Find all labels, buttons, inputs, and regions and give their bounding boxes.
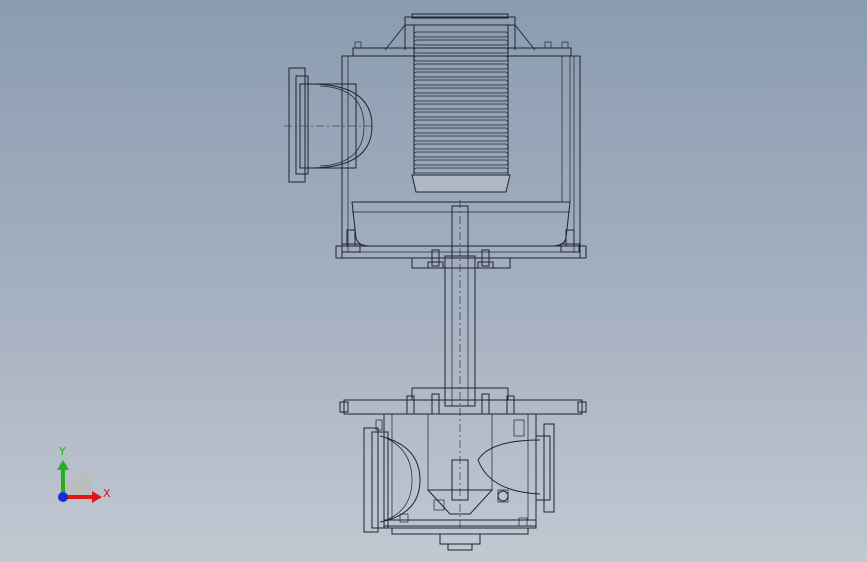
coordinate-triad: Y X	[57, 445, 111, 503]
bellows-convolution	[413, 111, 509, 118]
fittings	[399, 489, 528, 527]
bellows-convolution	[413, 71, 509, 78]
y-axis-arrowhead	[57, 460, 69, 470]
x-axis-label: X	[103, 487, 111, 500]
triad-plane	[63, 471, 91, 497]
bellows-convolution	[413, 87, 509, 94]
bellows-convolution	[413, 95, 509, 102]
bellows-convolution	[413, 135, 509, 142]
bellows	[411, 24, 511, 193]
bellows-convolution	[413, 103, 509, 110]
valve-body	[339, 387, 587, 551]
bellows-convolution	[413, 55, 509, 62]
upper-side-port	[284, 67, 373, 183]
bellows-convolution	[413, 143, 509, 150]
bellows-convolution	[413, 167, 509, 174]
bellows-convolution	[413, 127, 509, 134]
bellows-convolution	[413, 39, 509, 46]
valve-stem	[444, 200, 476, 530]
bellows-convolution	[413, 63, 509, 70]
y-axis-label: Y	[58, 445, 66, 458]
bellows-convolution	[413, 151, 509, 158]
lower-right-port	[477, 419, 555, 513]
bellows-convolution	[413, 79, 509, 86]
bellows-convolution	[413, 47, 509, 54]
bellows-convolution	[413, 159, 509, 166]
x-axis-arrowhead	[92, 491, 102, 503]
bellows-convolution	[413, 119, 509, 126]
bellows-convolution	[413, 31, 509, 38]
z-axis-dot	[58, 492, 68, 502]
